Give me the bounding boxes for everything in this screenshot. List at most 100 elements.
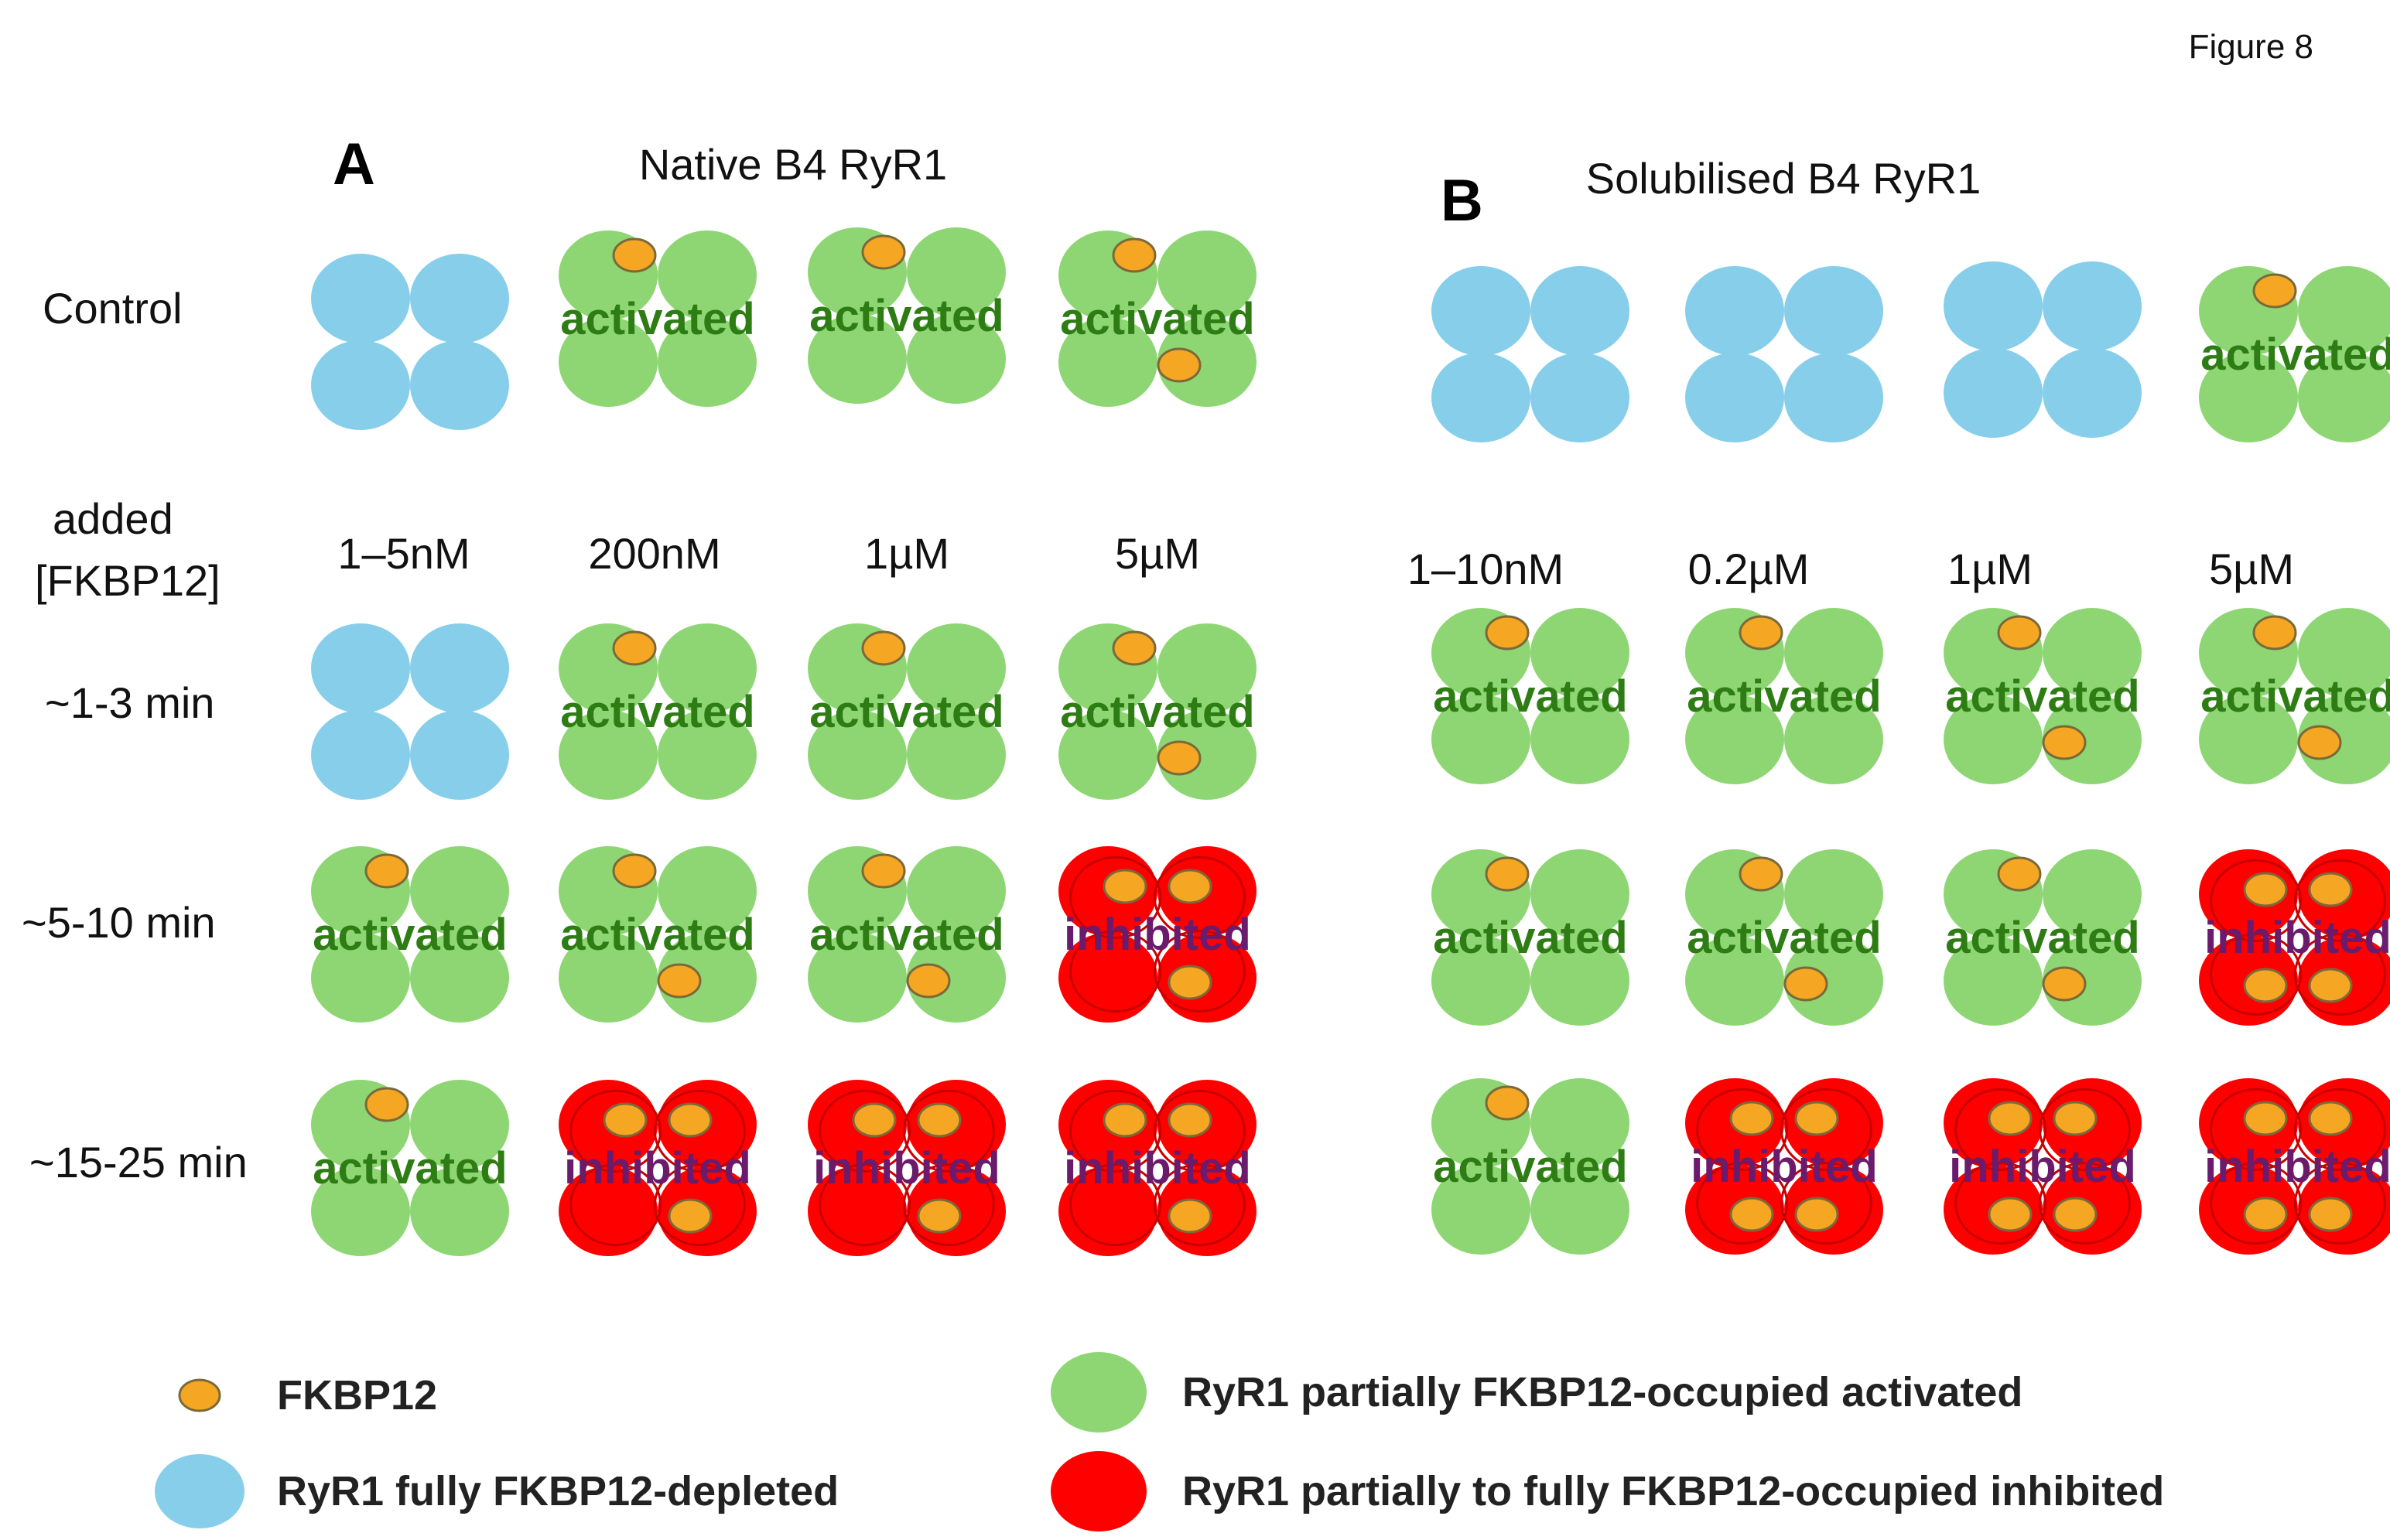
ryr1-subunit bbox=[1944, 261, 2043, 351]
fkbp12-dot bbox=[1168, 869, 1212, 904]
subunit-outline bbox=[2210, 1088, 2303, 1171]
ryr1-subunit bbox=[907, 710, 1006, 800]
ryr1-subunit bbox=[311, 710, 410, 800]
subunit-outline bbox=[902, 1089, 995, 1173]
fkbp12-dot bbox=[1783, 966, 1828, 1002]
fkbp12-dot bbox=[2042, 966, 2087, 1002]
fkbp12-dot bbox=[917, 1102, 962, 1138]
ryr1-subunit bbox=[1530, 353, 1629, 442]
conc-a-4: 5µM bbox=[1115, 529, 1200, 578]
fkbp12-dot bbox=[1112, 630, 1157, 666]
fkbp12-dot bbox=[1988, 1197, 2033, 1232]
ryr1-subunit bbox=[907, 227, 1006, 317]
tetramer-b-time1-4: activated bbox=[2199, 608, 2390, 784]
subunit-outline bbox=[1153, 1163, 1246, 1247]
tetramer-b-control-1 bbox=[1431, 266, 1629, 442]
ryr1-subunit bbox=[1784, 849, 1883, 939]
ryr1-subunit bbox=[1944, 348, 2043, 438]
subunit-outline bbox=[2293, 933, 2386, 1016]
ryr1-subunit bbox=[410, 710, 509, 800]
inhibited-label: inhibited bbox=[2204, 913, 2390, 963]
fkbp12-dot bbox=[2053, 1197, 2098, 1232]
legend-item-fkbp12: FKBP12 bbox=[178, 1372, 437, 1419]
ryr1-subunit bbox=[2298, 266, 2390, 356]
inhibited-label: inhibited bbox=[813, 1143, 1000, 1193]
ryr1-subunit bbox=[1685, 353, 1784, 442]
tetramer-a-time2-4: inhibited bbox=[1058, 846, 1257, 1023]
fkbp12-dot bbox=[1739, 615, 1783, 650]
tetramer-a-control-1 bbox=[311, 254, 509, 430]
activated-label: activated bbox=[1433, 671, 1627, 722]
activated-label: activated bbox=[1945, 671, 2139, 722]
conc-a-2: 200nM bbox=[588, 529, 720, 578]
tetramer-b-time3-1: activated bbox=[1431, 1078, 1629, 1255]
row-label-time-1: ~1-3 min bbox=[45, 678, 214, 727]
ryr1-subunit bbox=[311, 1166, 410, 1256]
ryr1-subunit bbox=[1784, 266, 1883, 356]
activated-label: activated bbox=[1433, 913, 1627, 963]
fkbp12-dot bbox=[2308, 872, 2353, 907]
ryr1-subunit bbox=[2043, 936, 2142, 1026]
ryr1-subunit bbox=[1431, 266, 1530, 356]
fkbp12-dot bbox=[668, 1198, 713, 1234]
tetramer-a-time2-1: activated bbox=[311, 846, 509, 1023]
inhibited-label: inhibited bbox=[2204, 1142, 2390, 1192]
ryr1-subunit bbox=[1431, 936, 1530, 1026]
conc-b-1: 1–10nM bbox=[1407, 545, 1564, 593]
fkbp12-swatch bbox=[178, 1378, 221, 1412]
conc-b-3: 1µM bbox=[1947, 545, 2033, 593]
fkbp12-dot bbox=[2243, 1101, 2288, 1136]
ryr1-subunit bbox=[2043, 849, 2142, 939]
fkbp12-dot bbox=[1997, 856, 2042, 892]
subunit-outline bbox=[1954, 1162, 2047, 1245]
ryr1-subunit bbox=[2298, 353, 2390, 442]
ryr1-subunit bbox=[410, 254, 509, 343]
fkbp12-dot bbox=[1157, 740, 1202, 776]
subunit-outline bbox=[1069, 1163, 1162, 1247]
ryr1-subunit bbox=[907, 846, 1006, 936]
fkbp12-dot bbox=[364, 1087, 409, 1122]
ryr1-subunit bbox=[907, 623, 1006, 713]
ryr1-subunit bbox=[1530, 1078, 1629, 1168]
subunit-outline bbox=[1153, 930, 1246, 1013]
subunit-outline bbox=[1780, 1162, 1872, 1245]
ryr1-subunit bbox=[808, 710, 907, 800]
row-label-control: Control bbox=[43, 284, 183, 333]
conc-a-1: 1–5nM bbox=[337, 529, 470, 578]
fkbp12-dot bbox=[1168, 1198, 1212, 1234]
inhibited-label: inhibited bbox=[1691, 1142, 1878, 1192]
tetramer-b-time2-3: activated bbox=[1944, 849, 2142, 1026]
fkbp12-dot bbox=[2243, 872, 2288, 907]
ryr1-subunit bbox=[1157, 623, 1257, 713]
subunit-outline bbox=[1069, 855, 1162, 939]
fkbp12-dot bbox=[2252, 615, 2297, 650]
subunit-outline bbox=[2210, 859, 2303, 942]
activated-label: activated bbox=[1687, 671, 1881, 722]
tetramer-a-time2-2: activated bbox=[559, 846, 757, 1023]
subunit-outline bbox=[819, 1163, 911, 1247]
ryr1-subunit bbox=[1530, 936, 1629, 1026]
fkbp12-dot bbox=[1739, 856, 1783, 892]
ryr1-subunit bbox=[559, 710, 658, 800]
ryr1-subunit bbox=[907, 314, 1006, 404]
ryr1-subunit bbox=[1431, 353, 1530, 442]
ryr1-subunit bbox=[907, 933, 1006, 1023]
ryr1-subunit bbox=[1058, 710, 1157, 800]
fkbp12-dot bbox=[2243, 1197, 2288, 1232]
ryr1-subunit bbox=[2043, 608, 2142, 698]
ryr1-subunit bbox=[410, 933, 509, 1023]
fkbp12-dot bbox=[2053, 1101, 2098, 1136]
fkbp12-dot bbox=[612, 630, 657, 666]
inhibited-label: inhibited bbox=[1064, 910, 1251, 960]
tetramer-b-time2-4: inhibited bbox=[2199, 849, 2390, 1026]
subunit-outline bbox=[2038, 1162, 2131, 1245]
fkbp12-dot bbox=[1168, 965, 1212, 1000]
legend-activated-text: RyR1 partially FKBP12-occupied activated bbox=[1182, 1369, 2022, 1415]
subunit-outline bbox=[2210, 1162, 2303, 1245]
ryr1-subunit bbox=[1685, 936, 1784, 1026]
activated-label: activated bbox=[809, 687, 1004, 737]
tetramer-b-control-4: activated bbox=[2199, 266, 2390, 442]
tetramer-b-time3-3: inhibited bbox=[1944, 1078, 2142, 1255]
fkbp12-dot bbox=[861, 630, 906, 666]
